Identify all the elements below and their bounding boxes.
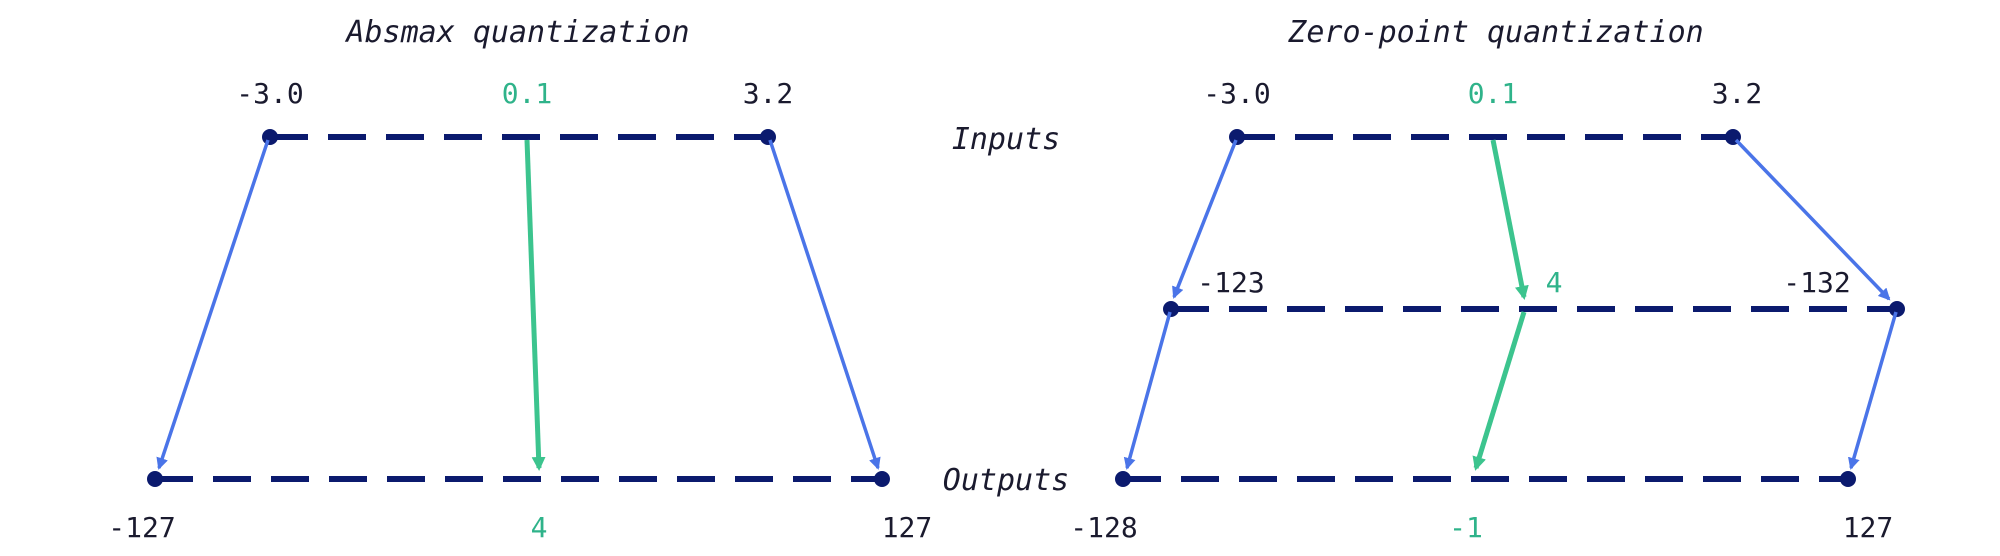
absmax-input-node-right	[760, 129, 776, 145]
absmax-input-right-label: 3.2	[743, 77, 794, 110]
zeropoint-title: Zero-point quantization	[1287, 15, 1703, 50]
zeropoint-arrow-mid-bottom	[1472, 311, 1527, 471]
zeropoint-arrow-left-top	[1172, 139, 1238, 299]
absmax-input-left-label: -3.0	[236, 77, 303, 110]
absmax-output-node-right	[874, 471, 890, 487]
zeropoint-input-right-label: 3.2	[1712, 77, 1763, 110]
zeropoint-output-mid-label: -1	[1449, 511, 1483, 544]
zeropoint-input-mid-label: 0.1	[1468, 77, 1519, 110]
zeropoint-arrow-right-top	[1734, 138, 1891, 301]
zeropoint-output-left-label: -128	[1070, 511, 1137, 544]
absmax-arrow-left	[156, 139, 270, 470]
zeropoint-mid-node-right	[1889, 301, 1905, 317]
absmax-arrow-right	[768, 139, 881, 470]
zeropoint-intermediate-right-label: -132	[1783, 266, 1850, 299]
absmax-output-right-label: 127	[882, 511, 933, 544]
absmax-input-node-left	[262, 129, 278, 145]
zeropoint-input-left-label: -3.0	[1203, 77, 1270, 110]
absmax-output-node-left	[147, 471, 163, 487]
zeropoint-output-node-right	[1840, 471, 1856, 487]
zeropoint-arrow-mid-top	[1490, 139, 1529, 300]
absmax-title: Absmax quantization	[344, 15, 689, 50]
zeropoint-intermediate-mid-label: 4	[1546, 266, 1563, 299]
absmax-output-mid-label: 4	[531, 511, 548, 544]
zeropoint-input-node-left	[1229, 129, 1245, 145]
inputs-label: Inputs	[952, 122, 1060, 157]
outputs-label: Outputs	[943, 463, 1069, 498]
absmax-arrow-mid	[524, 139, 546, 471]
zeropoint-arrow-right-bottom	[1848, 311, 1898, 470]
absmax-panel: Absmax quantization -3.0 0.1 3.2 -127 4 …	[108, 15, 932, 544]
zeropoint-intermediate-left-label: -123	[1197, 266, 1264, 299]
zeropoint-panel: Zero-point quantization -3.0 0.1 3.2 -12…	[1070, 15, 1905, 544]
absmax-input-mid-label: 0.1	[502, 77, 553, 110]
absmax-output-left-label: -127	[108, 511, 175, 544]
zeropoint-mid-node-left	[1163, 301, 1179, 317]
zeropoint-output-right-label: 127	[1843, 511, 1894, 544]
zeropoint-output-node-left	[1115, 471, 1131, 487]
zeropoint-arrow-left-bottom	[1123, 311, 1172, 470]
